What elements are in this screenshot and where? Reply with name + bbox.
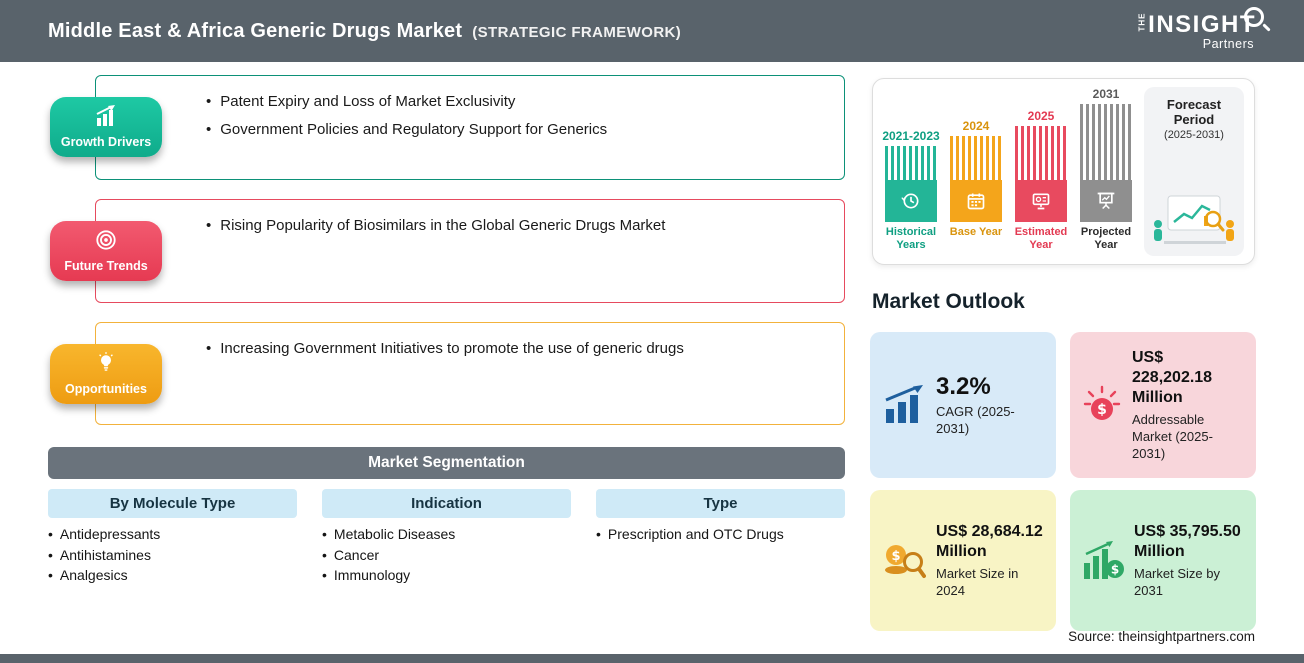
forecast-range: (2025-2031) (1164, 129, 1224, 141)
timeline-label: Estimated Year (1014, 226, 1068, 251)
card-label: Market Size by 2031 (1134, 566, 1220, 598)
opportunities-list: Increasing Government Initiatives to pro… (96, 323, 844, 358)
timeline-bar (1015, 126, 1067, 222)
market-size-2031-card: $ US$ 35,795.50 Million Market Size by 2… (1070, 490, 1256, 631)
timeline-base: 2024 (948, 87, 1004, 256)
timeline-projected: 2031 Projected Year (1078, 87, 1134, 256)
timeline-year: 2024 (962, 119, 990, 133)
magnifier-icon (1244, 7, 1264, 27)
card-value: US$ 28,684.12 Million (936, 523, 1043, 560)
bullet-item: Government Policies and Regulatory Suppo… (206, 120, 824, 139)
card-text: US$ 28,684.12 Million Market Size in 202… (936, 522, 1044, 599)
bar-stripe (885, 146, 937, 180)
target-icon (95, 229, 117, 256)
future-trends-box: Rising Popularity of Biosimilars in the … (95, 199, 845, 303)
timeline-label: Historical Years (885, 226, 937, 251)
title-wrap: Middle East & Africa Generic Drugs Marke… (48, 20, 681, 43)
logo-partners-text: Partners (1202, 37, 1254, 51)
card-label: Addressable Market (2025-2031) (1132, 412, 1213, 461)
list-item: Analgesics (48, 565, 160, 586)
badge-label: Growth Drivers (60, 135, 152, 149)
timeline-label: Projected Year (1080, 226, 1132, 251)
timeline-label: Base Year (949, 226, 1003, 238)
growth-drivers-list: Patent Expiry and Loss of Market Exclusi… (96, 76, 844, 139)
market-outlook-title: Market Outlook (872, 290, 1025, 313)
svg-text:$: $ (1097, 402, 1107, 418)
timeline-bar (950, 136, 1002, 222)
page-subtitle: (STRATEGIC FRAMEWORK) (472, 23, 682, 41)
market-size-2024-card: $ US$ 28,684.12 Million Market Size in 2… (870, 490, 1056, 631)
growth-drivers-badge: Growth Drivers (50, 97, 162, 157)
future-trends-list: Rising Popularity of Biosimilars in the … (96, 200, 844, 235)
badge-label: Opportunities (65, 382, 147, 396)
page-title: Middle East & Africa Generic Drugs Marke… (48, 19, 463, 42)
card-value: US$ 35,795.50 Million (1134, 523, 1241, 560)
card-text: US$ 35,795.50 Million Market Size by 203… (1134, 522, 1244, 599)
timeline-year: 2031 (1092, 87, 1120, 101)
analysts-illustration (1149, 190, 1239, 251)
segment-list-type: Prescription and OTC Drugs (596, 524, 784, 545)
timeline-card: 2021-2023 Historical Years 2024 (872, 78, 1255, 265)
timeline-estimated: 2025 Estimated Year (1013, 87, 1069, 256)
bar-stripe (950, 136, 1002, 180)
list-item: Cancer (322, 545, 455, 566)
header: Middle East & Africa Generic Drugs Marke… (0, 0, 1304, 62)
bar-stripe (1080, 104, 1132, 180)
list-item: Antidepressants (48, 524, 160, 545)
card-label: CAGR (2025-2031) (936, 403, 1015, 436)
segment-list-indication: Metabolic Diseases Cancer Immunology (322, 524, 455, 586)
dollar-rays-icon: $ (1082, 385, 1122, 425)
growth-chart-icon (94, 105, 118, 132)
list-item: Antihistamines (48, 545, 160, 566)
insight-partners-logo: THE INSIGHT Partners (1136, 7, 1264, 51)
projection-screen-icon (1080, 180, 1132, 222)
addressable-market-card: $ US$ 228,202.18 Million Addressable Mar… (1070, 332, 1256, 478)
bar-stripe (1015, 126, 1067, 180)
timeline-historical: 2021-2023 Historical Years (882, 87, 940, 256)
opportunities-badge: Opportunities (50, 344, 162, 404)
footer-bar (0, 654, 1304, 663)
list-item: Metabolic Diseases (322, 524, 455, 545)
segment-header-molecule-type: By Molecule Type (48, 489, 297, 518)
timeline-year: 2021-2023 (882, 129, 940, 143)
market-segmentation-header: Market Segmentation (48, 447, 845, 479)
future-trends-badge: Future Trends (50, 221, 162, 281)
cagr-card: 3.2% CAGR (2025-2031) (870, 332, 1056, 478)
logo-the-text: THE (1137, 12, 1147, 31)
card-value: US$ 228,202.18 Million (1132, 349, 1213, 406)
bar-chart-arrow-icon (882, 385, 926, 425)
segment-list-molecule-type: Antidepressants Antihistamines Analgesic… (48, 524, 160, 586)
idea-bulb-icon (95, 352, 117, 379)
svg-text:$: $ (1111, 562, 1119, 576)
growth-drivers-box: Patent Expiry and Loss of Market Exclusi… (95, 75, 845, 180)
segment-header-indication: Indication (322, 489, 571, 518)
timeline-bar (885, 146, 937, 222)
list-item: Immunology (322, 565, 455, 586)
coins-magnifier-icon: $ (882, 540, 926, 582)
opportunities-box: Increasing Government Initiatives to pro… (95, 322, 845, 425)
bullet-item: Increasing Government Initiatives to pro… (206, 339, 824, 358)
bullet-item: Rising Popularity of Biosimilars in the … (206, 216, 824, 235)
monitor-gear-icon (1015, 180, 1067, 222)
history-clock-icon (885, 180, 937, 222)
svg-text:$: $ (891, 549, 900, 564)
forecast-title: Forecast Period (1166, 97, 1222, 127)
card-text: 3.2% CAGR (2025-2031) (936, 372, 1044, 437)
timeline-bars: 2021-2023 Historical Years 2024 (882, 87, 1136, 256)
growth-dollar-icon: $ (1082, 540, 1124, 581)
segment-header-type: Type (596, 489, 845, 518)
source-attribution: Source: theinsightpartners.com (1068, 629, 1255, 644)
timeline-bar (1080, 104, 1132, 222)
card-text: US$ 228,202.18 Million Addressable Marke… (1132, 348, 1244, 462)
card-label: Market Size in 2024 (936, 566, 1019, 598)
calendar-icon (950, 180, 1002, 222)
list-item: Prescription and OTC Drugs (596, 524, 784, 545)
logo-top: THE INSIGHT (1136, 7, 1264, 39)
forecast-period-box: Forecast Period (2025-2031) (1144, 87, 1244, 256)
logo-name-text: INSIGHT (1148, 11, 1256, 38)
bullet-item: Patent Expiry and Loss of Market Exclusi… (206, 92, 824, 111)
timeline-year: 2025 (1027, 109, 1055, 123)
card-value: 3.2% (936, 372, 991, 400)
badge-label: Future Trends (64, 259, 148, 273)
